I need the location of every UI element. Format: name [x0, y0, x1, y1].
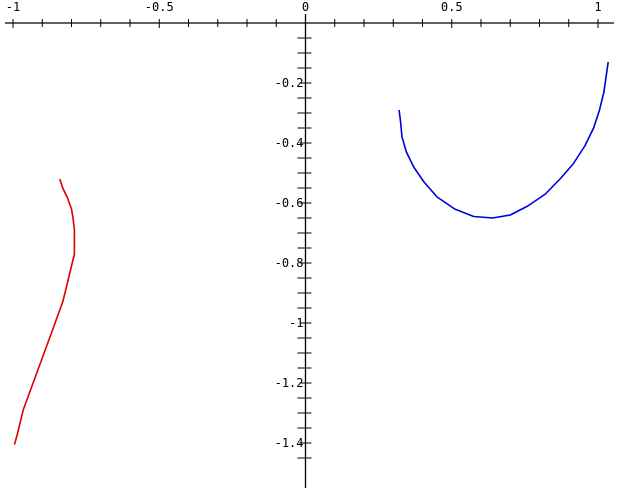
axes: -1 -0.5 0 0.5 1 -0.2 -0.4 -0.6 -0.8 -1 -1.2 -1.4 — [5, 0, 614, 488]
y-tick-label: -0.4 — [275, 136, 304, 150]
y-tick-label: -0.6 — [275, 196, 304, 210]
y-tick-label: -1.4 — [275, 436, 304, 450]
y-tick-label: -1 — [289, 316, 303, 330]
x-tick-label: -0.5 — [145, 0, 174, 14]
y-tick-label: -0.2 — [275, 76, 304, 90]
x-tick-label: 0 — [302, 0, 309, 14]
series-line-1 — [13, 178, 76, 445]
series-layer — [13, 61, 609, 445]
y-tick-label: -1.2 — [275, 376, 304, 390]
x-tick-label: -1 — [6, 0, 20, 14]
x-tick-label: 1 — [594, 0, 601, 14]
x-tick-label: 0.5 — [441, 0, 463, 14]
series-line-2 — [398, 61, 609, 219]
y-tick-label: -0.8 — [275, 256, 304, 270]
